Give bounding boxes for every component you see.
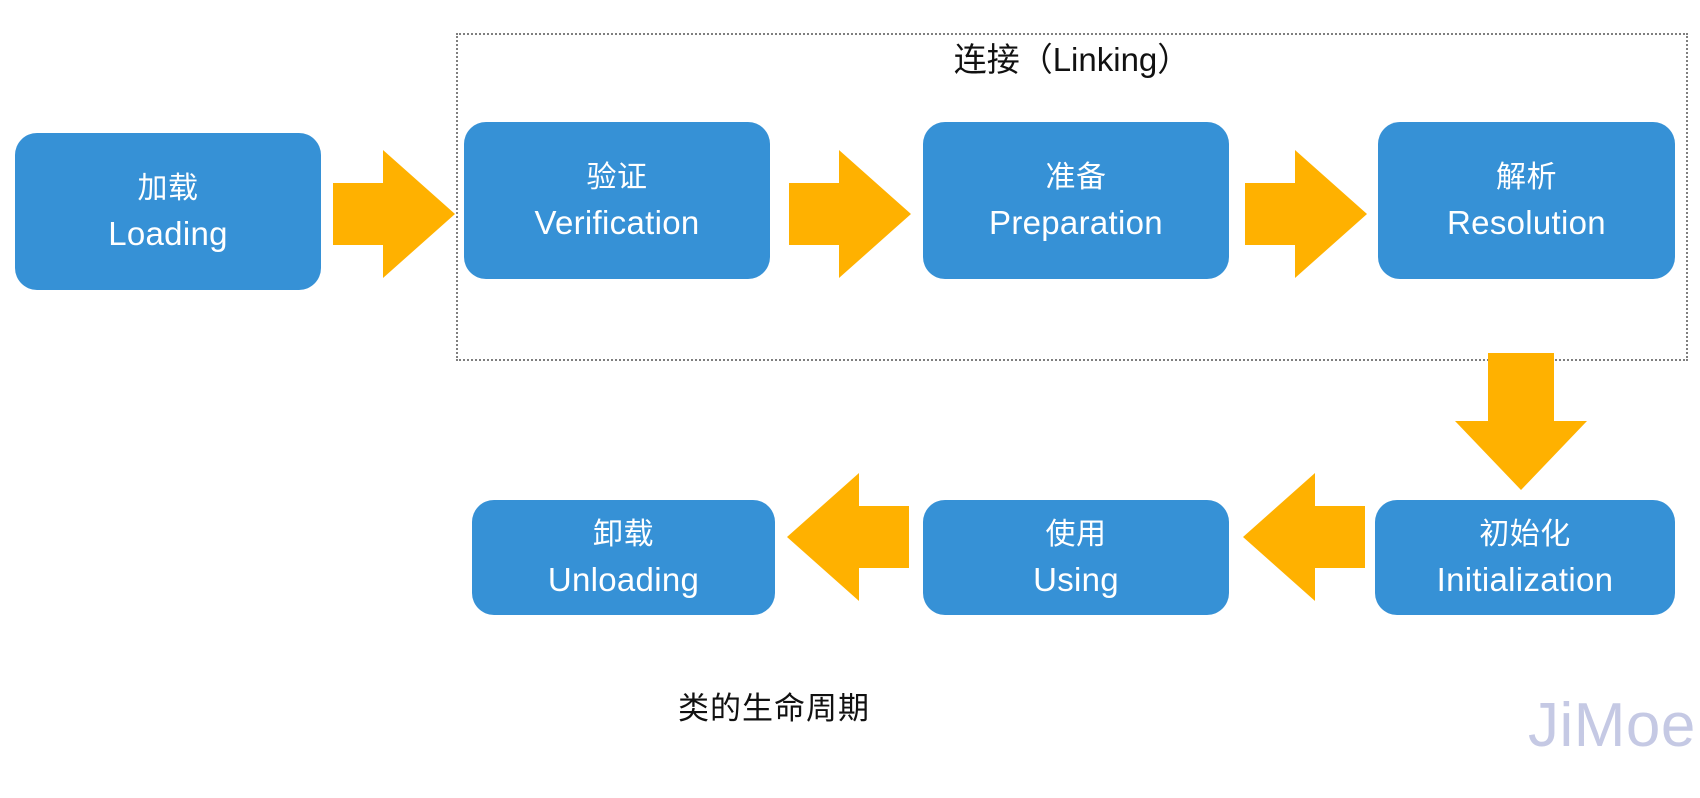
stage-box-unloading[interactable]: 卸载 Unloading xyxy=(472,500,775,615)
diagram-caption: 类的生命周期 xyxy=(678,691,870,726)
stage-label-en: Preparation xyxy=(989,203,1163,241)
linking-group-border xyxy=(456,33,1688,361)
stage-box-preparation[interactable]: 准备 Preparation xyxy=(923,122,1229,279)
stage-label-en: Unloading xyxy=(547,560,700,598)
stage-label-cn: 验证 xyxy=(586,160,648,194)
stage-label-en: Verification xyxy=(534,203,700,241)
stage-label-en: Loading xyxy=(108,214,228,252)
linking-group-label: 连接（Linking） xyxy=(953,41,1191,78)
stage-label-cn: 使用 xyxy=(1045,517,1107,551)
arrow-left-icon-initialization-to-using xyxy=(1243,473,1365,601)
stage-label-cn: 初始化 xyxy=(1479,517,1571,551)
stage-label-en: Using xyxy=(1033,560,1119,598)
stage-label-cn: 准备 xyxy=(1045,160,1107,194)
stage-box-resolution[interactable]: 解析 Resolution xyxy=(1378,122,1675,279)
stage-label-en: Resolution xyxy=(1447,203,1606,241)
stage-box-loading[interactable]: 加载 Loading xyxy=(15,133,321,290)
stage-box-initialization[interactable]: 初始化 Initialization xyxy=(1375,500,1675,615)
arrow-left-icon-using-to-unloading xyxy=(787,473,909,601)
stage-label-cn: 卸载 xyxy=(593,517,654,551)
arrow-right-icon-loading-to-verification xyxy=(333,150,455,278)
stage-label-en: Initialization xyxy=(1436,560,1614,598)
stage-label-cn: 加载 xyxy=(137,171,199,205)
stage-label-cn: 解析 xyxy=(1496,160,1557,194)
arrow-right-icon-verification-to-preparation xyxy=(789,150,911,278)
stage-box-verification[interactable]: 验证 Verification xyxy=(464,122,770,279)
stage-box-using[interactable]: 使用 Using xyxy=(923,500,1229,615)
arrow-right-icon-preparation-to-resolution xyxy=(1245,150,1367,278)
arrow-down-icon-resolution-to-initialization xyxy=(1455,353,1587,490)
watermark-label: JiMoer xyxy=(1528,691,1700,760)
